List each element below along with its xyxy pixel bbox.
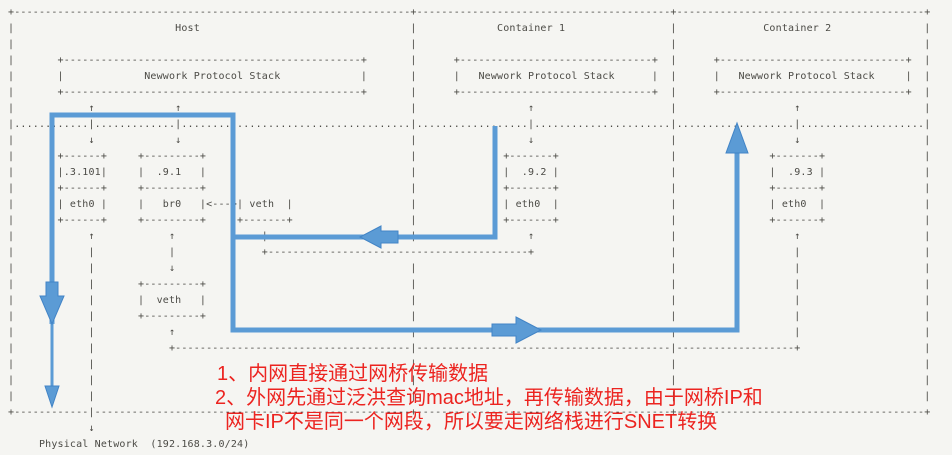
annotation-line-2: 2、外网先通过泛洪查询mac地址，再传输数据，由于网桥IP和 [215, 387, 763, 409]
bottom-strip [0, 455, 952, 464]
ascii-network-diagram: +---------------------------------------… [8, 7, 931, 450]
annotation-line-1: 1、内网直接通过网桥传输数据 [217, 363, 489, 385]
annotation-line-3: 网卡IP不是同一个网段，所以要走网络栈进行SNET转换 [225, 411, 718, 433]
